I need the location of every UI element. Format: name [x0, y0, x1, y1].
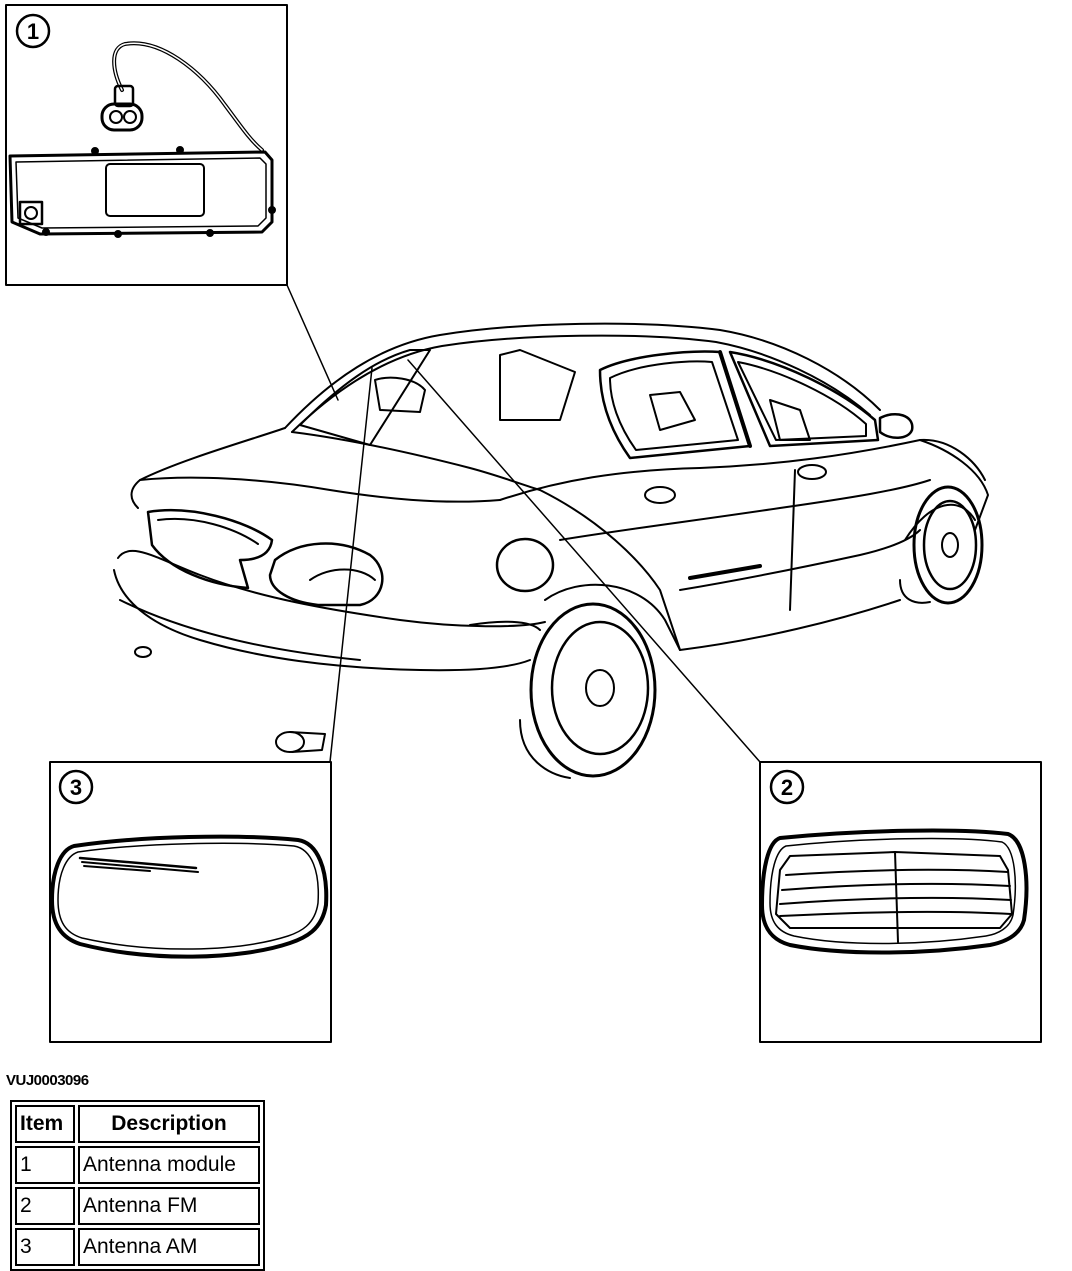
legend-item-description: Antenna AM	[78, 1228, 260, 1266]
inset-antenna-am: 3	[49, 761, 332, 1043]
antenna-location-diagram: 1 3 2	[5, 4, 1042, 1043]
callout-3: 3	[70, 775, 82, 800]
legend-item-number: 3	[15, 1228, 75, 1266]
legend-item-description: Antenna module	[78, 1146, 260, 1184]
legend-item-description: Antenna FM	[78, 1187, 260, 1225]
table-row: 1 Antenna module	[15, 1146, 260, 1184]
callout-1: 1	[27, 19, 39, 44]
legend-item-number: 2	[15, 1187, 75, 1225]
table-row: 3 Antenna AM	[15, 1228, 260, 1266]
legend-item-number: 1	[15, 1146, 75, 1184]
figure-reference-code: VUJ0003096	[6, 1072, 89, 1089]
legend-header-item: Item	[15, 1105, 75, 1143]
table-row: 2 Antenna FM	[15, 1187, 260, 1225]
legend-header-description: Description	[78, 1105, 260, 1143]
car-illustration	[113, 322, 989, 779]
leader-lines	[286, 284, 761, 763]
legend-header-row: Item Description	[15, 1105, 260, 1143]
inset-antenna-module: 1	[5, 4, 288, 286]
callout-2: 2	[781, 775, 793, 800]
legend-table: Item Description 1 Antenna module 2 Ante…	[10, 1100, 265, 1271]
inset-antenna-fm: 2	[759, 761, 1042, 1043]
